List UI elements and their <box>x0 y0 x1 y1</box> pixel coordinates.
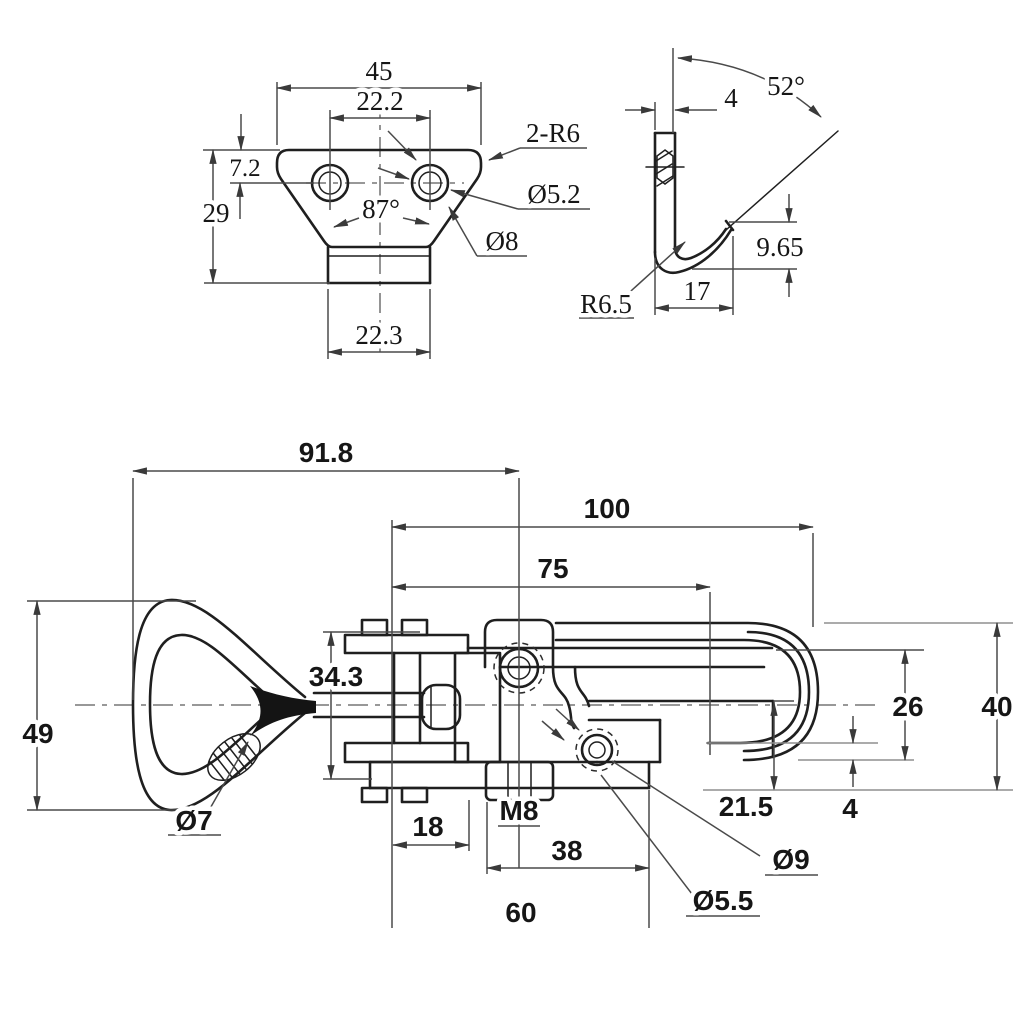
dim-label: 4 <box>724 83 738 113</box>
dim-label: 34.3 <box>309 661 364 692</box>
catch-s-curve <box>573 665 591 708</box>
dim-label: Ø5.2 <box>527 179 580 209</box>
dim-open-angle: 52° <box>672 48 822 133</box>
dim-label: Ø8 <box>486 226 519 256</box>
handle-loop-outer <box>131 598 307 812</box>
dim-label: R6.5 <box>580 289 632 319</box>
bail-outer <box>554 621 820 762</box>
catch-hole-dashed-circle <box>575 728 619 772</box>
dim-label: 22.2 <box>356 86 403 116</box>
dim-label: 29 <box>203 198 230 228</box>
hook-outer-curve <box>653 228 733 274</box>
dim-label: Ø5.5 <box>693 885 754 916</box>
pivot-bolt-dashed-circle <box>493 642 545 694</box>
dim-label: 22.3 <box>355 320 402 350</box>
bail-inner <box>554 638 802 745</box>
dim-neck-width: 22.3 <box>326 289 432 359</box>
dim-label: 21.5 <box>719 791 774 822</box>
dim-loop-height: 49 <box>18 599 196 812</box>
dim-plate-width: 45 <box>275 52 483 145</box>
note-bend-radius: R6.5 <box>576 241 686 324</box>
latch-assembly-view: 91.8 100 75 49 Ø7 <box>18 433 1017 933</box>
dim-label: 17 <box>684 276 711 306</box>
hatch-line <box>655 163 673 175</box>
note-large-hole: Ø8 <box>387 130 527 261</box>
dim-label: 18 <box>412 811 443 842</box>
dim-hook-depth: 9.65 <box>692 194 808 297</box>
dim-base-length: 100 <box>390 489 815 928</box>
dim-label: 45 <box>366 56 393 86</box>
bracket-tab <box>360 786 389 804</box>
hook-slot-section <box>656 149 674 185</box>
dim-loop-to-pivot: 91.8 <box>131 433 521 868</box>
handle-pivot-wedge <box>250 686 316 736</box>
dim-label: 9.65 <box>756 232 803 262</box>
note-corner-radius: 2-R6 <box>488 114 587 161</box>
note-large-hole: Ø9 <box>555 708 818 880</box>
dim-hole-span-outer: 60 <box>501 893 541 933</box>
dim-pivot-distance: 75 <box>390 549 712 755</box>
note-thread-size: M8 <box>495 791 543 831</box>
dim-hole-span: 38 <box>485 790 651 928</box>
dim-label: 60 <box>505 897 536 928</box>
dim-plate-height: 29 <box>198 148 330 285</box>
dim-label: 4 <box>842 793 858 824</box>
dim-hook-thickness: 4 <box>625 79 743 130</box>
bracket-tab <box>400 786 429 804</box>
hook-open-slant-line <box>725 130 839 231</box>
rod-end-cap <box>420 683 462 731</box>
catch-hole-inner <box>588 741 606 759</box>
plate-outline <box>275 148 483 249</box>
clevis-block <box>453 651 502 764</box>
catch-s-curve <box>551 665 576 730</box>
bracket-top-flange <box>343 633 470 655</box>
dim-side-angle: 87° <box>332 190 431 229</box>
dim-label: 38 <box>551 835 582 866</box>
dim-label: Ø7 <box>175 805 212 836</box>
hook-side-view: 52° 4 9.65 17 R6.5 <box>576 48 839 324</box>
dim-label: Ø9 <box>772 844 809 875</box>
dim-opening-height: 26 <box>776 648 928 762</box>
dim-hole-top-offset: 7.2 <box>203 114 314 219</box>
dim-label: 26 <box>892 691 923 722</box>
plate-front-view: 45 22.2 7.2 29 87° <box>198 52 590 359</box>
bracket-bottom-flange <box>343 741 470 764</box>
dim-label: 91.8 <box>299 437 354 468</box>
hook-inner-curve <box>673 227 728 261</box>
dim-label: 52° <box>767 71 805 101</box>
catch-hole-outer <box>580 733 614 767</box>
dim-label: 49 <box>22 718 53 749</box>
dim-hole-spacing: 22.2 <box>328 82 432 122</box>
dim-bracket-height: 34.3 <box>304 630 420 781</box>
note-small-hole: Ø5.2 <box>377 167 590 214</box>
hook-tip-face <box>724 219 735 232</box>
dim-label: 75 <box>537 553 568 584</box>
dim-foot-width: 18 <box>391 800 471 851</box>
hatch-line <box>656 175 674 187</box>
spring <box>207 732 261 782</box>
dim-label: 7.2 <box>229 155 260 182</box>
dim-label: 87° <box>362 194 400 224</box>
dim-label: M8 <box>500 795 539 826</box>
dim-label: 40 <box>981 691 1012 722</box>
dim-hook-reach: 17 <box>653 236 735 315</box>
note-wire-dia: Ø7 <box>168 741 249 841</box>
dim-label: 2-R6 <box>526 118 580 148</box>
dim-catch-depth: 21.5 <box>714 700 794 827</box>
dim-label: 100 <box>584 493 631 524</box>
dim-overall-height: 40 <box>703 621 1017 792</box>
hatch-line <box>655 150 673 162</box>
note-small-hole: Ø5.5 <box>541 720 760 921</box>
